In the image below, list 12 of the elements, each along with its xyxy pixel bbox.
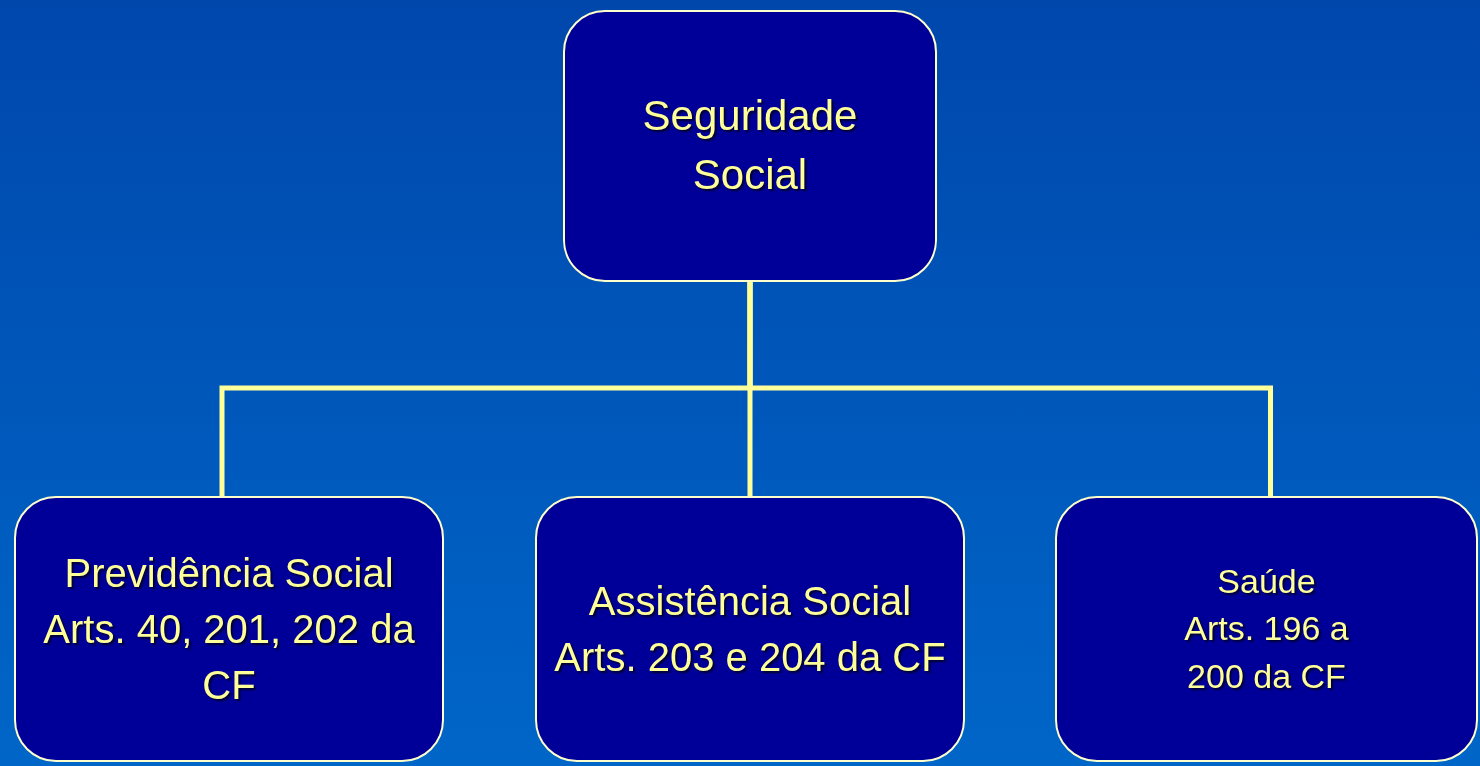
box-text: Arts. 203 e 204 da CF (554, 634, 946, 681)
box-title: Assistência Social (588, 578, 912, 625)
box-title: Seguridade Social (641, 91, 859, 200)
connector-line (747, 282, 1273, 496)
box-text: Arts. 40, 201, 202 da CF (42, 606, 416, 709)
box-title: Saúde (1217, 560, 1316, 602)
process-box (1055, 496, 1478, 762)
box-title: Previdência Social (64, 550, 394, 597)
process-box (14, 496, 444, 762)
box-text: Arts. 196 a 200 da CF (1183, 608, 1350, 697)
process-box (535, 496, 965, 762)
process-box (563, 10, 937, 282)
